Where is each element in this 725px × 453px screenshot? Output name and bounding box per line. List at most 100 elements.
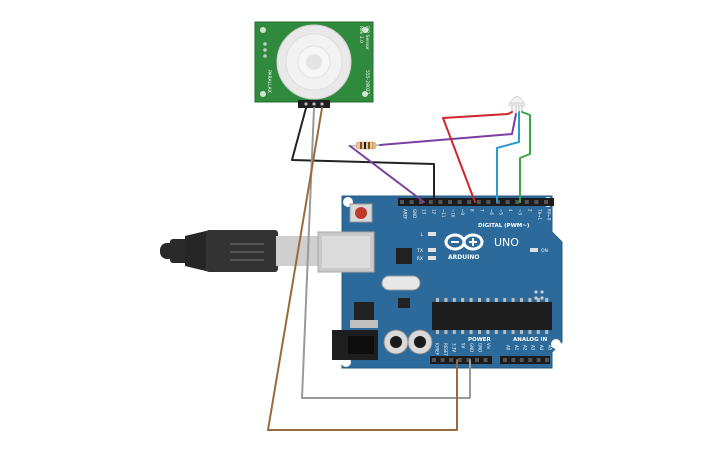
power-pin[interactable]	[440, 358, 445, 362]
board-brand-label: ARDUINO	[448, 254, 479, 261]
led-on-label: ON	[541, 248, 548, 254]
chip-leg	[520, 298, 523, 302]
pir-motion-sensor[interactable]: PIR Sensor Rev 1.0 555-28027 PARALLAX	[254, 21, 374, 108]
power-pin[interactable]	[475, 358, 479, 362]
chip-leg	[444, 330, 448, 334]
pir-hole	[362, 91, 368, 97]
chip-leg	[511, 298, 515, 302]
usb-chip	[396, 248, 412, 264]
digital-pin[interactable]	[486, 200, 491, 204]
wire-blue[interactable]	[496, 111, 520, 203]
digital-pin[interactable]	[534, 200, 539, 204]
pir-pin-gnd	[304, 102, 308, 106]
digital-pin[interactable]	[467, 200, 472, 204]
power-pin-label: 3.3V	[452, 343, 457, 352]
analog-pin-label: A5	[548, 345, 553, 351]
resistor-band	[360, 142, 362, 149]
digital-pin-label: GND	[412, 209, 417, 218]
analog-pin[interactable]	[511, 358, 516, 362]
wire-pir-5v[interactable]	[301, 107, 471, 399]
pir-label-brand: PARALLAX	[266, 70, 272, 93]
digital-pin[interactable]	[457, 200, 462, 204]
pir-hole	[260, 91, 266, 97]
digital-pin[interactable]	[419, 200, 424, 204]
usb-plug-groove	[230, 259, 264, 261]
chip-leg	[520, 330, 523, 334]
chip-leg	[494, 298, 498, 302]
digital-pin-label: RX←0	[547, 209, 552, 221]
wire-resistor-gnd[interactable]	[349, 145, 425, 203]
led-tx-label: TX	[416, 248, 423, 254]
chip-leg	[436, 298, 439, 302]
chip-leg	[444, 298, 448, 302]
analog-header	[500, 356, 550, 364]
dc-power-jack-socket	[348, 336, 374, 354]
power-pin-label: IOREF	[435, 343, 440, 356]
chip-leg	[478, 330, 481, 334]
wire-red[interactable]	[442, 111, 513, 203]
digital-pin[interactable]	[438, 200, 443, 204]
power-pin-label: Vin	[486, 343, 491, 350]
chip-leg	[461, 330, 465, 334]
analog-pin[interactable]	[545, 358, 549, 362]
chip-leg	[503, 298, 507, 302]
digital-pin-label: ~11	[441, 209, 446, 218]
wire-resistor-led[interactable]	[379, 113, 517, 146]
power-pin[interactable]	[483, 358, 488, 362]
analog-header-title: ANALOG IN	[513, 337, 548, 343]
usb-b-jack-face	[322, 236, 370, 268]
reset-button[interactable]	[355, 207, 367, 219]
analog-pin[interactable]	[528, 358, 533, 362]
pir-label-rev: Rev 1.0	[358, 26, 364, 43]
analog-pin[interactable]	[536, 358, 541, 362]
digital-pin[interactable]	[476, 200, 481, 204]
analog-pin[interactable]	[503, 358, 507, 362]
power-pin-label: RESET	[443, 343, 448, 356]
chip-pin-legs	[436, 298, 549, 334]
logo-minus	[451, 241, 459, 243]
digital-pin[interactable]	[505, 200, 510, 204]
digital-pin[interactable]	[448, 200, 452, 204]
digital-pin-label: ~3	[518, 209, 523, 215]
digital-pin[interactable]	[409, 200, 414, 204]
digital-pin-label: 13	[422, 209, 427, 215]
chip-leg	[452, 330, 456, 334]
crystal-oscillator	[381, 275, 421, 291]
usb-plug-groove	[230, 251, 264, 253]
digital-pin-label: 2	[527, 209, 532, 212]
power-pin[interactable]	[457, 358, 462, 362]
logo-plus-v	[472, 238, 474, 246]
analog-pin[interactable]	[519, 358, 524, 362]
power-pin[interactable]	[449, 358, 454, 362]
chip-leg	[545, 330, 549, 334]
digital-pin-label: 8	[470, 209, 475, 212]
chip-leg	[536, 298, 540, 302]
digital-header-title: DIGITAL (PWM~)	[478, 223, 530, 229]
power-pin[interactable]	[466, 358, 471, 362]
icsp-header	[534, 290, 544, 300]
wire-pir-gnd[interactable]	[291, 107, 435, 203]
analog-pin-label: A4	[539, 345, 544, 351]
power-analog-pin-row	[432, 358, 549, 362]
wire-green[interactable]	[519, 111, 531, 203]
pir-hole	[260, 27, 266, 33]
power-pin[interactable]	[432, 358, 436, 362]
chip-leg	[545, 298, 549, 302]
analog-pin-label: A1	[514, 345, 519, 351]
pir-jumper	[263, 54, 267, 58]
digital-pin[interactable]	[428, 200, 433, 204]
resistor[interactable]	[347, 141, 381, 150]
digital-pin[interactable]	[515, 200, 520, 204]
digital-pin[interactable]	[524, 200, 529, 204]
digital-pin-label: 7	[479, 209, 484, 212]
chip-leg	[469, 298, 473, 302]
digital-pin[interactable]	[400, 200, 404, 204]
wire-pir-out[interactable]	[267, 107, 458, 431]
digital-pin[interactable]	[544, 200, 548, 204]
power-header-title: POWER	[468, 337, 492, 343]
digital-pin-label: TX→1	[537, 208, 542, 221]
digital-pin-label: ~6	[489, 209, 494, 215]
pir-pin-vcc	[312, 102, 316, 106]
